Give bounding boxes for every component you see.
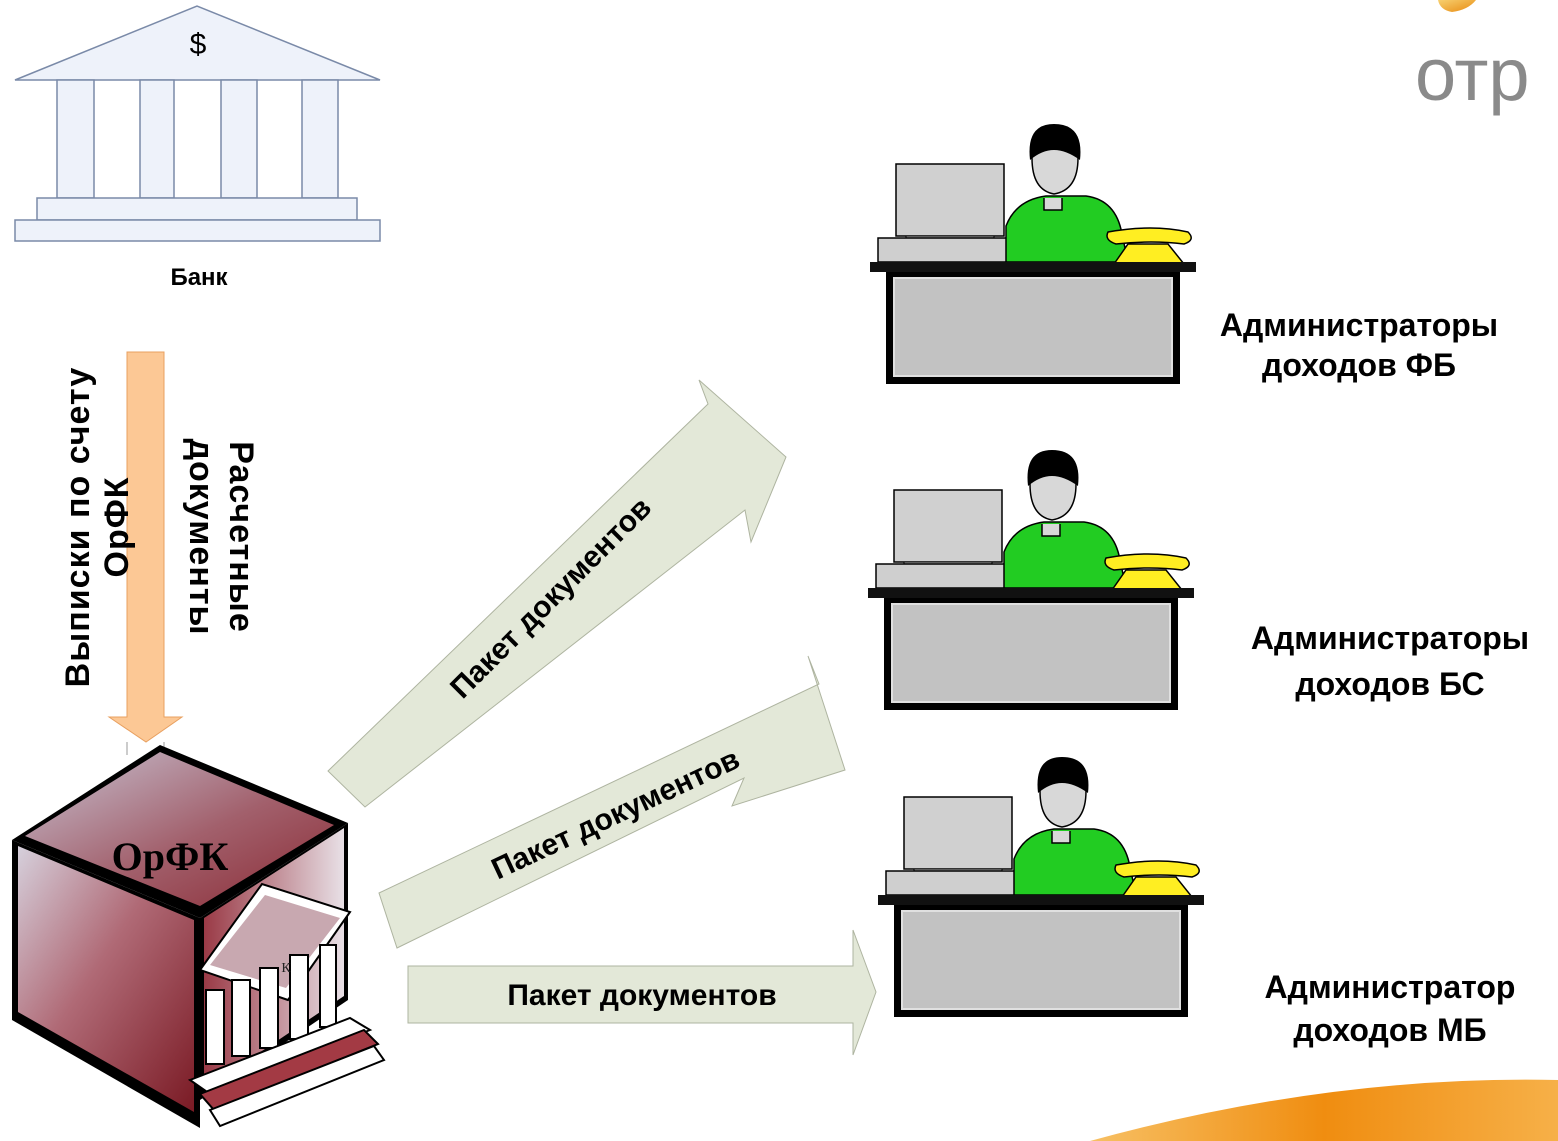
- admin-bs-line1: Администраторы: [1251, 620, 1529, 656]
- decorative-swoosh: [1090, 1079, 1558, 1141]
- package-arrow-fb: [327, 379, 787, 808]
- admin-bs-line2: доходов БС: [1295, 666, 1484, 702]
- admin-workstation-bs-icon: [867, 449, 1195, 711]
- bank-building-icon: [14, 5, 381, 242]
- orfk-label: ОрФК: [112, 834, 229, 879]
- admin-mb-line2: доходов МБ: [1293, 1012, 1486, 1048]
- logo-ball-icon: [1438, 0, 1476, 12]
- dollar-sign: $: [190, 28, 207, 61]
- company-logo: отр: [1415, 0, 1530, 116]
- admin-workstation-fb-icon: [869, 123, 1197, 385]
- orfk-small-letter: К: [281, 961, 291, 976]
- admin-mb-line1: Администратор: [1265, 969, 1516, 1005]
- package-arrow-mb-label: Пакет документов: [507, 979, 776, 1012]
- admin-workstation-mb-icon: [877, 756, 1205, 1018]
- admin-fb-line1: Администраторы: [1220, 307, 1498, 343]
- statements-label-line1: Выписки по счету: [59, 367, 97, 688]
- package-arrow-bs-label: Пакет документов: [487, 742, 745, 886]
- documents-label-line2: документы: [182, 438, 220, 635]
- package-arrow-bs: [378, 655, 846, 949]
- documents-label-line1: Расчетные: [222, 441, 260, 633]
- statements-flow-arrow: [107, 351, 184, 743]
- statements-label-line2: ОрФК: [98, 477, 136, 578]
- admin-fb-line2: доходов ФБ: [1262, 347, 1456, 383]
- orfk-building-icon: [12, 745, 386, 1128]
- logo-text: отр: [1415, 33, 1530, 116]
- package-arrow-mb: [407, 929, 877, 1056]
- bank-label: Банк: [170, 264, 228, 291]
